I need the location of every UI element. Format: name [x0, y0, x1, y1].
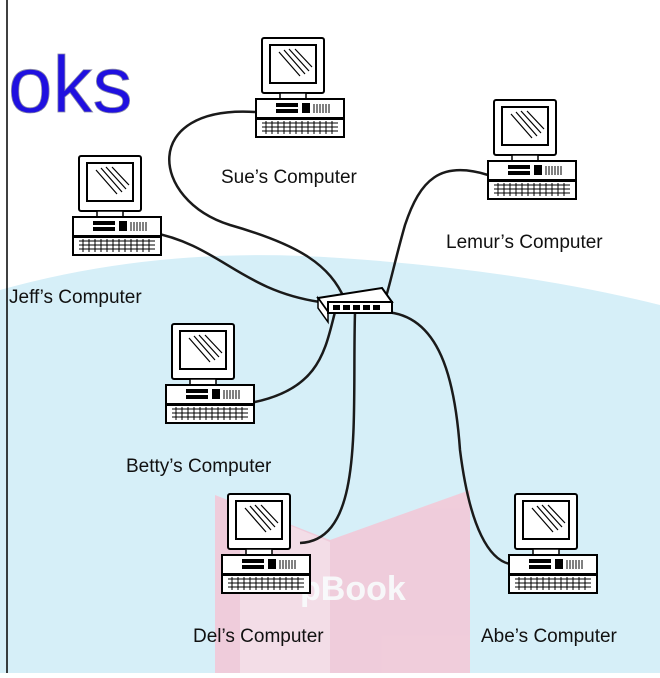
computer-label: Lemur’s Computer — [446, 232, 603, 253]
computer-label: Jeff’s Computer — [9, 287, 142, 308]
watermark-text: pBook — [300, 570, 406, 608]
network-hub-icon — [316, 286, 394, 325]
cable-abe — [384, 310, 511, 566]
cable-jeff — [149, 230, 321, 304]
computer-icon — [487, 99, 577, 200]
network-cables — [149, 110, 511, 566]
computer-icon — [255, 37, 345, 138]
computer-abe: Abe’s Computer — [481, 493, 618, 647]
cable-sue — [168, 110, 347, 301]
header-fragment: oks — [8, 40, 133, 129]
cable-betty — [249, 311, 337, 405]
cable-lemur — [383, 168, 489, 301]
computer-sue: Sue’s Computer — [221, 37, 358, 188]
computer-label: Betty’s Computer — [126, 456, 272, 477]
computer-betty: Betty’s Computer — [126, 323, 272, 477]
computer-label: Sue’s Computer — [221, 167, 358, 188]
computer-lemur: Lemur’s Computer — [446, 99, 603, 253]
computer-label: Abe’s Computer — [481, 626, 618, 647]
cable-del — [299, 311, 357, 545]
computer-icon — [72, 155, 162, 256]
computer-jeff: Jeff’s Computer — [9, 155, 162, 308]
computer-label: Del’s Computer — [193, 626, 324, 647]
computer-del: Del’s Computer — [193, 493, 324, 647]
background-band — [0, 255, 660, 673]
